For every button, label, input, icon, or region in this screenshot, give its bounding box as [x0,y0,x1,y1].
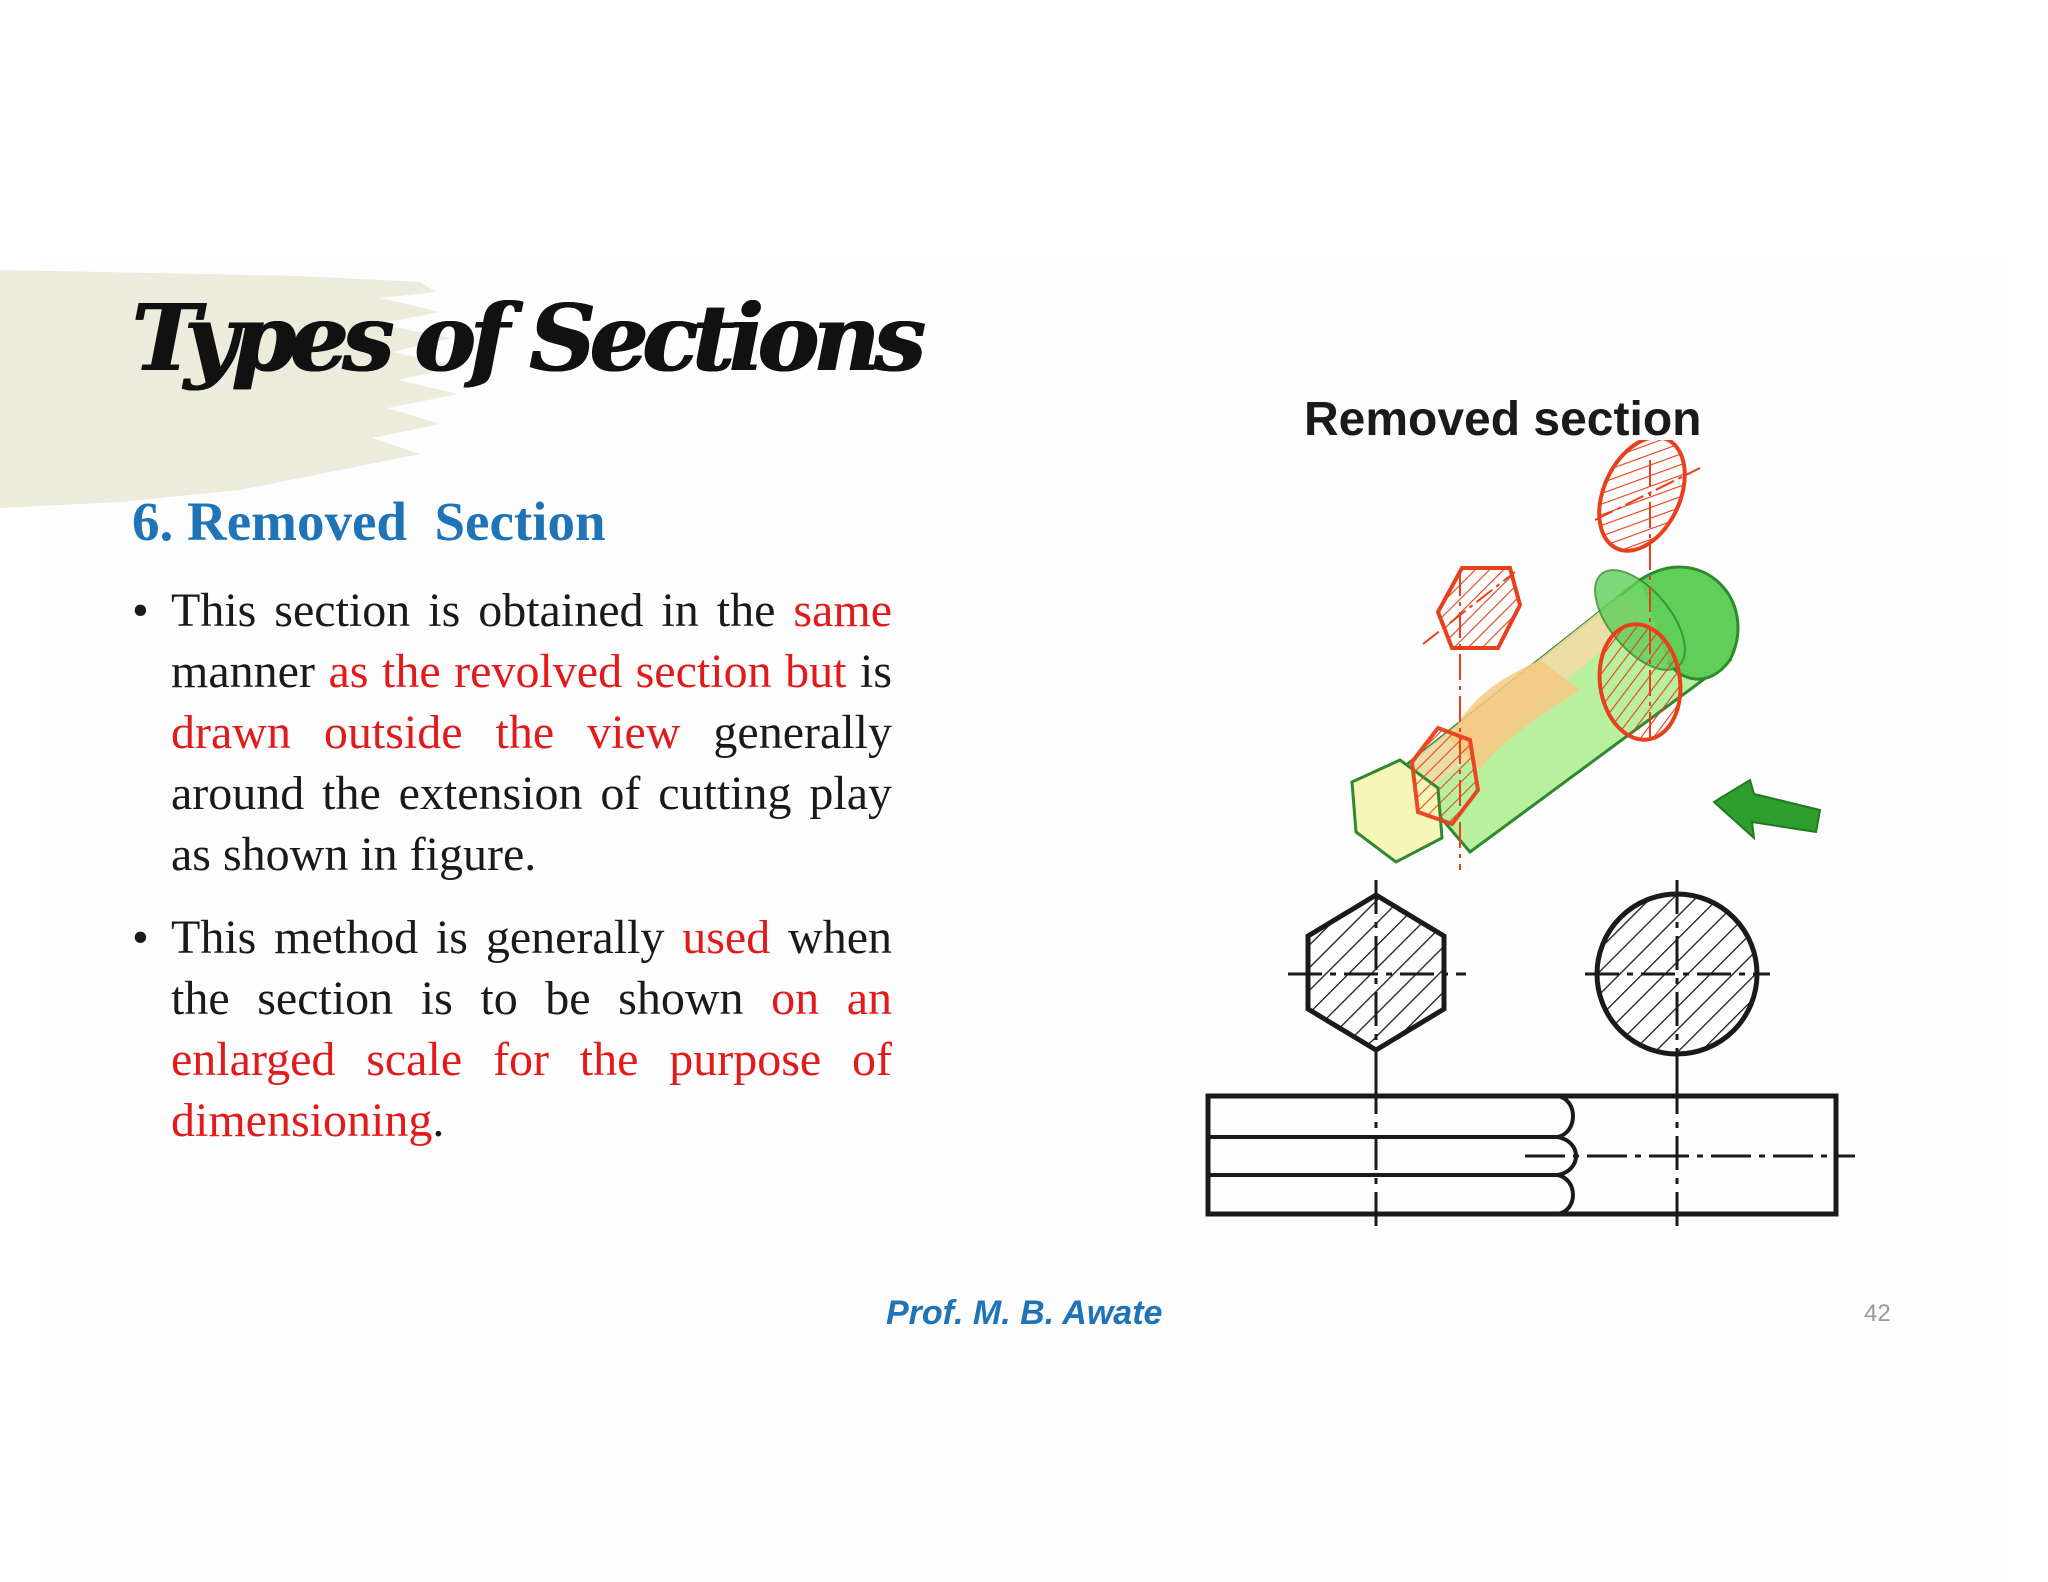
bullet-segment: . [432,1094,445,1147]
bullet-text: This method is generally used when the s… [171,907,892,1151]
isometric-shaft-drawing [1350,565,1740,864]
bullet-segment: This section is obtained in the [171,584,794,637]
bullet-list: • This section is obtained in the same m… [132,580,892,1151]
sectioned-hexagon-on-shaft [1409,725,1481,827]
bullet-highlight: on an enlarged scale for the purpose of … [171,972,892,1147]
figure-title: Removed section [1304,393,1702,446]
page-number: 42 [1864,1300,1891,1327]
orthographic-hexagon-section [1288,880,1466,1080]
bullet-dot-icon: • [132,584,149,637]
brush-stroke-decoration [0,270,462,508]
bullet-segment: manner [171,645,329,698]
viewing-direction-arrow-icon [1712,778,1822,841]
bullet-highlight: same [793,584,892,637]
bullet-segment: generally around the extension of cuttin… [171,706,892,881]
removed-hexagon-section-red [1435,566,1523,650]
slide-title: Types of Sections [132,284,926,392]
bullet-dot-icon: • [132,911,149,964]
removed-circle-axis-line [1594,467,1701,521]
bullet-text: This section is obtained in the same man… [171,580,892,885]
bullet-item: • This section is obtained in the same m… [132,580,892,885]
bullet-highlight: used [682,911,771,964]
removed-circle-section-red [1597,440,1687,553]
bullet-segment: is [846,645,892,698]
removed-hexagon-axis-line [1422,571,1516,645]
orthographic-circle-section [1585,880,1770,1080]
bullet-highlight: as the revolved section but [328,645,847,698]
bullet-item: • This method is generally used when the… [132,907,892,1151]
bullet-highlight: drawn outside the view [171,706,681,759]
removed-section-figure [1205,440,1855,1230]
author-credit: Prof. M. B. Awate [886,1294,1163,1332]
front-view-shaft-outline [1205,1080,1855,1230]
section-heading: 6. Removed Section [132,491,606,552]
sectioned-ellipse-on-shaft [1597,622,1683,742]
bullet-segment: This method is generally [171,911,683,964]
bullet-segment: when the section is to be shown [171,911,892,1025]
